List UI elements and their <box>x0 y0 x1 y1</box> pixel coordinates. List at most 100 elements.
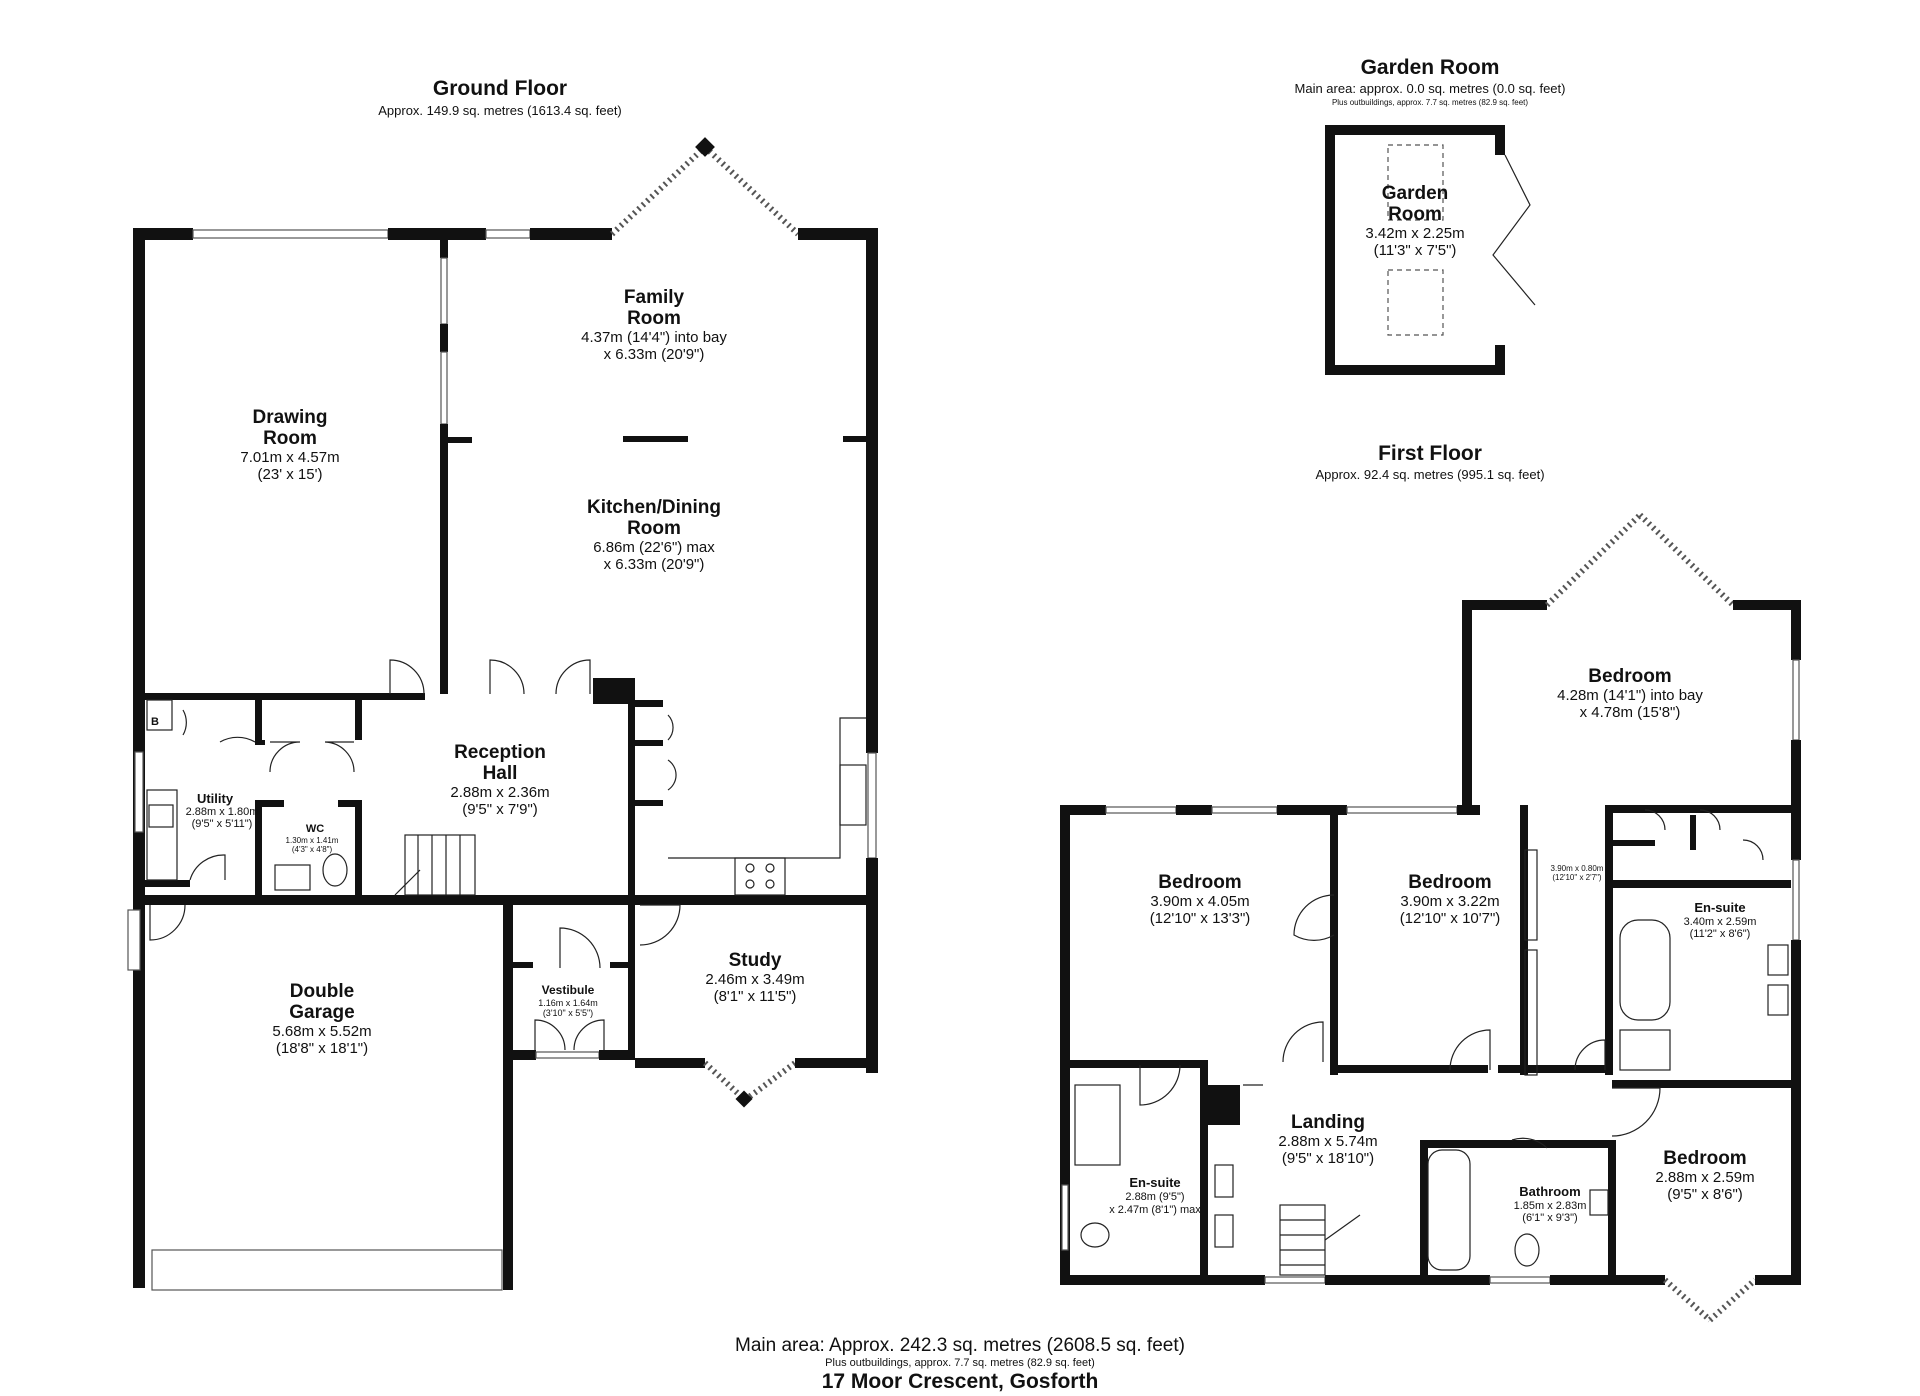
wall <box>1462 600 1547 610</box>
svg-text:Room: Room <box>627 308 681 329</box>
garden-room-plan <box>1325 125 1536 375</box>
door <box>149 904 186 941</box>
svg-text:(11'3" x 7'5"): (11'3" x 7'5") <box>1374 242 1457 259</box>
svg-text:Vestibule: Vestibule <box>542 983 595 997</box>
wall <box>1462 600 1472 815</box>
bay-window <box>702 144 801 237</box>
room-label-ensuite-left: En-suite 2.88m (9'5") x 2.47m (8'1") max <box>1109 1175 1201 1216</box>
wall <box>1338 1065 1488 1073</box>
wall <box>1420 1140 1428 1280</box>
wall <box>1200 1060 1208 1280</box>
svg-text:1.16m x 1.64m: 1.16m x 1.64m <box>538 998 598 1008</box>
svg-text:x 6.33m (20'9"): x 6.33m (20'9") <box>604 556 705 573</box>
svg-text:Bedroom: Bedroom <box>1663 1148 1746 1169</box>
wall <box>1420 1140 1615 1148</box>
door <box>219 736 256 743</box>
svg-text:Utility: Utility <box>197 791 234 806</box>
bay-window <box>1637 512 1736 608</box>
svg-text:WC: WC <box>306 823 324 835</box>
room-label-drawing-room: Drawing Room 7.01m x 4.57m (23' x 15') <box>240 407 339 483</box>
wall <box>1200 1085 1240 1125</box>
wall <box>255 740 265 745</box>
room-label-main-bedroom: Bedroom 4.28m (14'1") into bay x 4.78m (… <box>1557 666 1703 721</box>
wall <box>145 693 425 700</box>
wall <box>866 228 878 753</box>
door <box>559 927 601 969</box>
door <box>1293 894 1335 941</box>
wall <box>1325 125 1505 135</box>
front-door <box>535 1051 600 1059</box>
room-label-kitchen-dining-room: Kitchen/Dining Room 6.86m (22'6") max x … <box>587 497 721 573</box>
svg-text:x 6.33m (20'9"): x 6.33m (20'9") <box>604 346 705 363</box>
sliding-door <box>192 229 389 239</box>
garden-room-heading: Garden Room Main area: approx. 0.0 sq. m… <box>1295 56 1566 107</box>
wall <box>623 436 688 442</box>
hob-icon <box>734 857 786 896</box>
door <box>189 854 226 881</box>
wardrobe <box>1524 849 1538 941</box>
svg-text:(12'10" x 13'3"): (12'10" x 13'3") <box>1150 910 1251 927</box>
garden-room-area: Main area: approx. 0.0 sq. metres (0.0 s… <box>1295 81 1566 96</box>
wardrobe <box>1524 949 1538 1076</box>
bath-icon <box>1427 1149 1471 1271</box>
skylight <box>1387 144 1444 221</box>
room-label-bedroom-left: Bedroom 3.90m x 4.05m (12'10" x 13'3") <box>1150 872 1251 927</box>
svg-text:Kitchen/Dining: Kitchen/Dining <box>587 497 721 518</box>
footer-address: 17 Moor Crescent, Gosforth <box>822 1370 1099 1393</box>
svg-text:2.88m x 5.74m: 2.88m x 5.74m <box>1278 1133 1377 1150</box>
wall <box>1605 805 1791 813</box>
svg-text:Garden: Garden <box>1382 183 1449 204</box>
door <box>1611 1087 1661 1137</box>
front-doors <box>534 1019 605 1051</box>
wall <box>255 800 262 895</box>
toilet-icon <box>1080 1222 1110 1248</box>
bath-icon <box>1619 919 1671 1021</box>
bay-window <box>609 144 708 237</box>
ground-floor-plan <box>127 137 878 1291</box>
door <box>182 709 187 736</box>
room-label-bedroom-small: Bedroom 2.88m x 2.59m (9'5" x 8'6") <box>1655 1148 1754 1203</box>
first-floor-area: Approx. 92.4 sq. metres (995.1 sq. feet) <box>1315 467 1544 482</box>
room-label-bathroom: Bathroom 1.85m x 2.83m (6'1" x 9'3") <box>1514 1184 1587 1224</box>
door <box>639 904 681 946</box>
room-label-vestibule: Vestibule 1.16m x 1.64m (3'10" x 5'5") <box>538 983 598 1018</box>
window <box>1489 1276 1551 1284</box>
glazed-partition <box>440 351 448 425</box>
cupboard-doors <box>269 741 355 773</box>
wall <box>1690 815 1696 850</box>
room-label-family-room: Family Room 4.37m (14'4") into bay x 6.3… <box>581 287 727 363</box>
svg-text:(23' x 15'): (23' x 15') <box>258 466 323 483</box>
window <box>1792 659 1800 741</box>
wall <box>866 858 878 1073</box>
ground-floor-title: Ground Floor <box>433 77 567 100</box>
ground-floor-area: Approx. 149.9 sq. metres (1613.4 sq. fee… <box>378 103 622 118</box>
window <box>1792 859 1800 941</box>
svg-text:3.90m x 3.22m: 3.90m x 3.22m <box>1400 893 1499 910</box>
boiler-cupboard <box>146 699 173 731</box>
wall <box>513 962 533 968</box>
door <box>389 659 425 695</box>
svg-text:Room: Room <box>627 518 681 539</box>
garage-door <box>127 909 141 971</box>
wall <box>628 905 635 1060</box>
garage-up-and-over-door <box>151 1249 503 1291</box>
wall <box>1330 815 1338 1075</box>
door <box>1139 1064 1181 1106</box>
wall <box>355 700 362 740</box>
room-label-wc: WC 1.30m x 1.41m (4'3" x 4'8") <box>286 823 339 854</box>
bay-window <box>1708 1277 1757 1323</box>
footer-outbuildings: Plus outbuildings, approx. 7.7 sq. metre… <box>825 1357 1095 1369</box>
sink-icon <box>148 804 174 828</box>
window <box>134 751 144 833</box>
cupboard-doors <box>667 714 677 791</box>
wall <box>1733 600 1801 610</box>
sink-icon <box>839 764 867 826</box>
first-floor-heading: First Floor Approx. 92.4 sq. metres (995… <box>1315 442 1544 482</box>
svg-text:Bedroom: Bedroom <box>1158 872 1241 893</box>
wall <box>798 228 876 240</box>
svg-text:Room: Room <box>1388 204 1442 225</box>
svg-text:4.28m (14'1") into bay: 4.28m (14'1") into bay <box>1557 687 1703 704</box>
room-label-utility: Utility 2.88m x 1.80m (9'5" x 5'11") <box>186 791 259 830</box>
wall <box>1060 805 1070 1285</box>
